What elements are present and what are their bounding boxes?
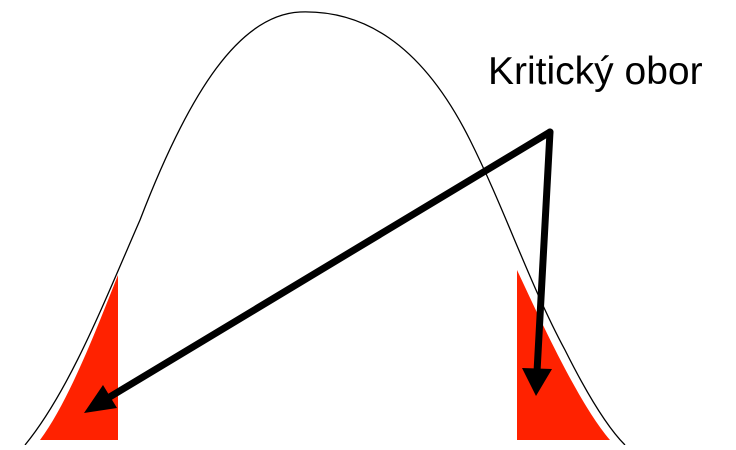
arrowhead-right — [522, 368, 552, 396]
critical-region-right — [517, 270, 610, 440]
arrowhead-left — [84, 385, 117, 413]
distribution-curve — [24, 11, 626, 446]
arrow-to-left-region — [104, 128, 554, 402]
critical-region-label: Kritický obor — [488, 50, 703, 93]
arrow-to-right-region — [533, 128, 554, 376]
